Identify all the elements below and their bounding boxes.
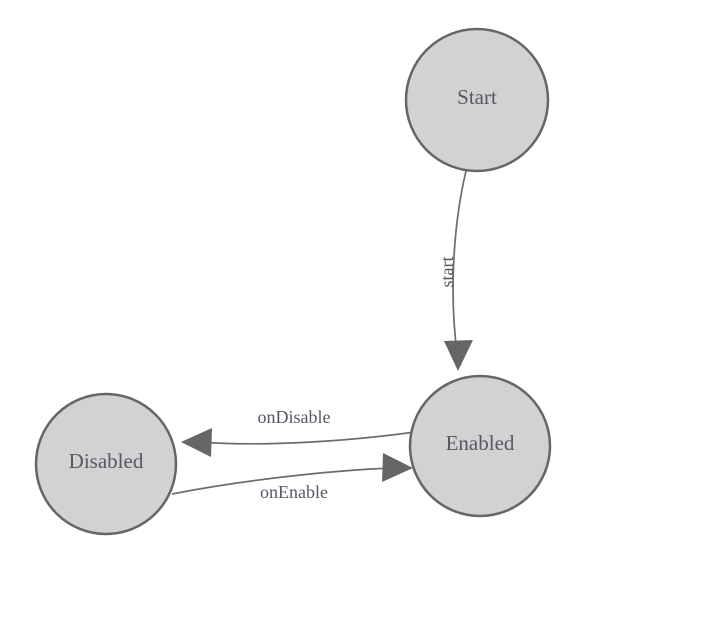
arrowhead-onenable	[382, 453, 413, 482]
edge-disabled-to-enabled[interactable]: onEnable	[171, 453, 413, 502]
edge-enabled-to-disabled[interactable]: onDisable	[181, 407, 416, 457]
arrowhead-start	[444, 340, 473, 371]
arrowhead-ondisable	[181, 428, 212, 457]
edge-line-ondisable	[198, 431, 416, 445]
edge-start-to-enabled[interactable]: start	[437, 170, 473, 371]
node-disabled[interactable]: Disabled	[34, 392, 178, 536]
node-circle-enabled	[408, 374, 552, 518]
edge-line-onenable	[171, 467, 396, 495]
edge-label-ondisable: onDisable	[258, 407, 331, 427]
node-enabled[interactable]: Enabled	[408, 374, 552, 518]
node-circle-disabled	[34, 392, 178, 536]
edge-line-start	[452, 170, 467, 353]
edge-label-onenable: onEnable	[260, 482, 328, 502]
node-start[interactable]: Start	[404, 27, 550, 173]
node-circle-start	[404, 27, 550, 173]
